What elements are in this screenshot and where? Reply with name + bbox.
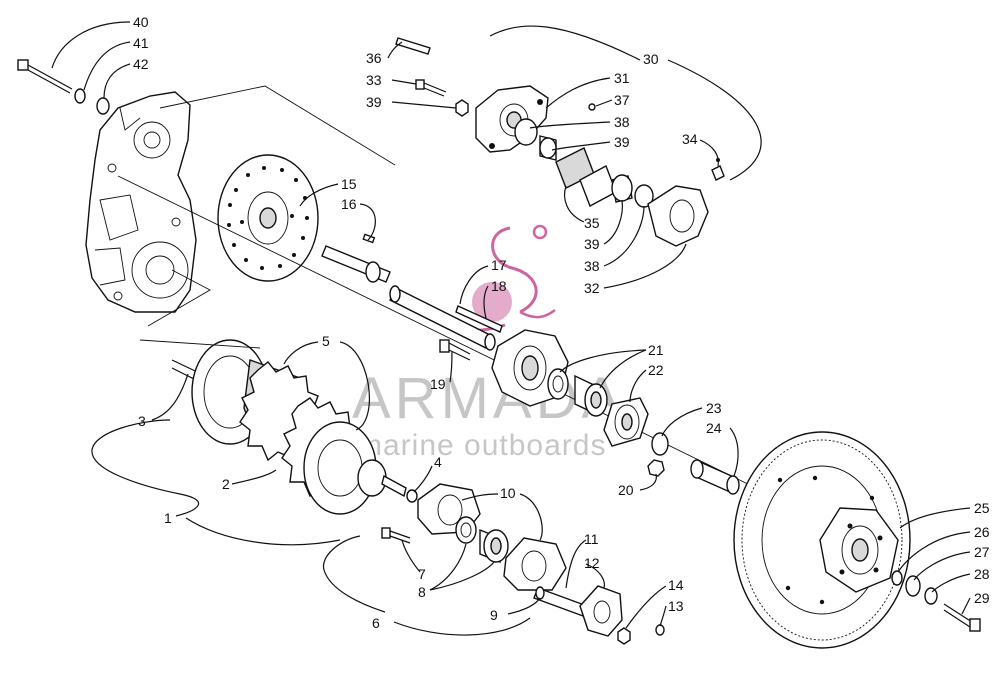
piston-39b (611, 174, 633, 203)
label-10: 10 (500, 485, 516, 501)
label-8: 8 (418, 584, 426, 600)
washer-43 (96, 97, 110, 115)
washer-23 (651, 432, 669, 456)
pin-36 (395, 37, 431, 55)
label-9: 9 (490, 607, 498, 623)
label-30: 30 (643, 51, 659, 67)
spacer-24 (690, 459, 740, 495)
label-40: 39 (366, 94, 382, 110)
hub-26 (819, 507, 899, 593)
label-28: 28 (974, 566, 990, 582)
leader-lines (51, 21, 971, 636)
bearing-block-12 (579, 585, 623, 637)
label-37: 37 (614, 92, 630, 108)
label-39-lower: 39 (584, 236, 600, 252)
label-38-lower: 38 (584, 258, 600, 274)
washer-28 (924, 587, 938, 605)
label-32: 32 (584, 280, 600, 296)
label-33: 33 (366, 72, 382, 88)
drive-clutch-assembly (171, 339, 407, 515)
seal-38a (514, 118, 538, 146)
washer-27 (905, 575, 921, 597)
label-24: 24 (706, 420, 722, 436)
label-19: 19 (430, 376, 446, 392)
bearing-22 (574, 374, 608, 417)
label-18: 18 (491, 278, 507, 294)
watermark-tagline: marine outboards (357, 429, 606, 462)
label-27: 27 (974, 544, 990, 560)
caliper-31 (475, 85, 549, 153)
label-41: 40 (133, 14, 149, 30)
label-26: 26 (974, 524, 990, 540)
brake-disc-15 (217, 154, 319, 282)
label-2: 2 (222, 476, 230, 492)
key-18 (455, 305, 503, 333)
label-5: 5 (322, 333, 330, 349)
label-34: 34 (682, 131, 698, 147)
label-22: 22 (648, 362, 664, 378)
washer-26 (891, 570, 903, 586)
label-1: 1 (164, 510, 172, 526)
bolt-33 (415, 79, 447, 97)
label-11: 11 (584, 531, 599, 547)
bolt-19 (439, 339, 471, 361)
label-39-upper: 39 (614, 134, 630, 150)
label-14: 14 (668, 577, 684, 593)
bearing-8b (479, 528, 509, 564)
label-20: 20 (618, 482, 634, 498)
label-35: 35 (584, 215, 600, 231)
fitting-34 (711, 158, 725, 181)
bearing-8a (455, 516, 477, 544)
bearing-21 (547, 368, 569, 400)
label-7: 7 (418, 566, 426, 582)
washer-42 (74, 88, 86, 104)
bolt-41 (17, 59, 73, 94)
nut-20 (647, 459, 665, 477)
label-25: 25 (974, 500, 990, 516)
caliper-32 (647, 185, 709, 247)
seal-plate (603, 397, 649, 447)
part-labels: 40 41 42 15 16 36 33 39 30 31 37 38 39 3… (133, 14, 990, 631)
label-17: 17 (491, 257, 507, 273)
piston-39a (539, 135, 557, 161)
label-15: 15 (341, 176, 357, 192)
label-3: 3 (138, 413, 146, 429)
shaft-assembly (321, 245, 496, 351)
clip-37 (588, 103, 596, 111)
flange-10b (503, 537, 567, 591)
label-13: 13 (668, 598, 684, 614)
bolt-7 (381, 527, 411, 544)
label-4: 4 (434, 454, 442, 470)
label-42: 41 (133, 35, 149, 51)
label-23: 23 (706, 400, 722, 416)
nut-14 (617, 627, 631, 645)
label-36: 36 (366, 50, 382, 66)
label-12: 12 (584, 555, 600, 571)
label-29: 29 (974, 590, 990, 606)
label-16: 16 (341, 196, 357, 212)
bolt-4 (406, 489, 418, 503)
label-38-upper: 38 (614, 114, 630, 130)
label-31: 31 (614, 70, 630, 86)
label-6: 6 (372, 615, 380, 631)
engine-housing (85, 91, 197, 313)
nut-40 (455, 99, 469, 117)
washer-13 (655, 624, 665, 636)
label-43: 42 (133, 56, 149, 72)
bolt-29 (943, 603, 981, 632)
label-21: 21 (648, 342, 664, 358)
